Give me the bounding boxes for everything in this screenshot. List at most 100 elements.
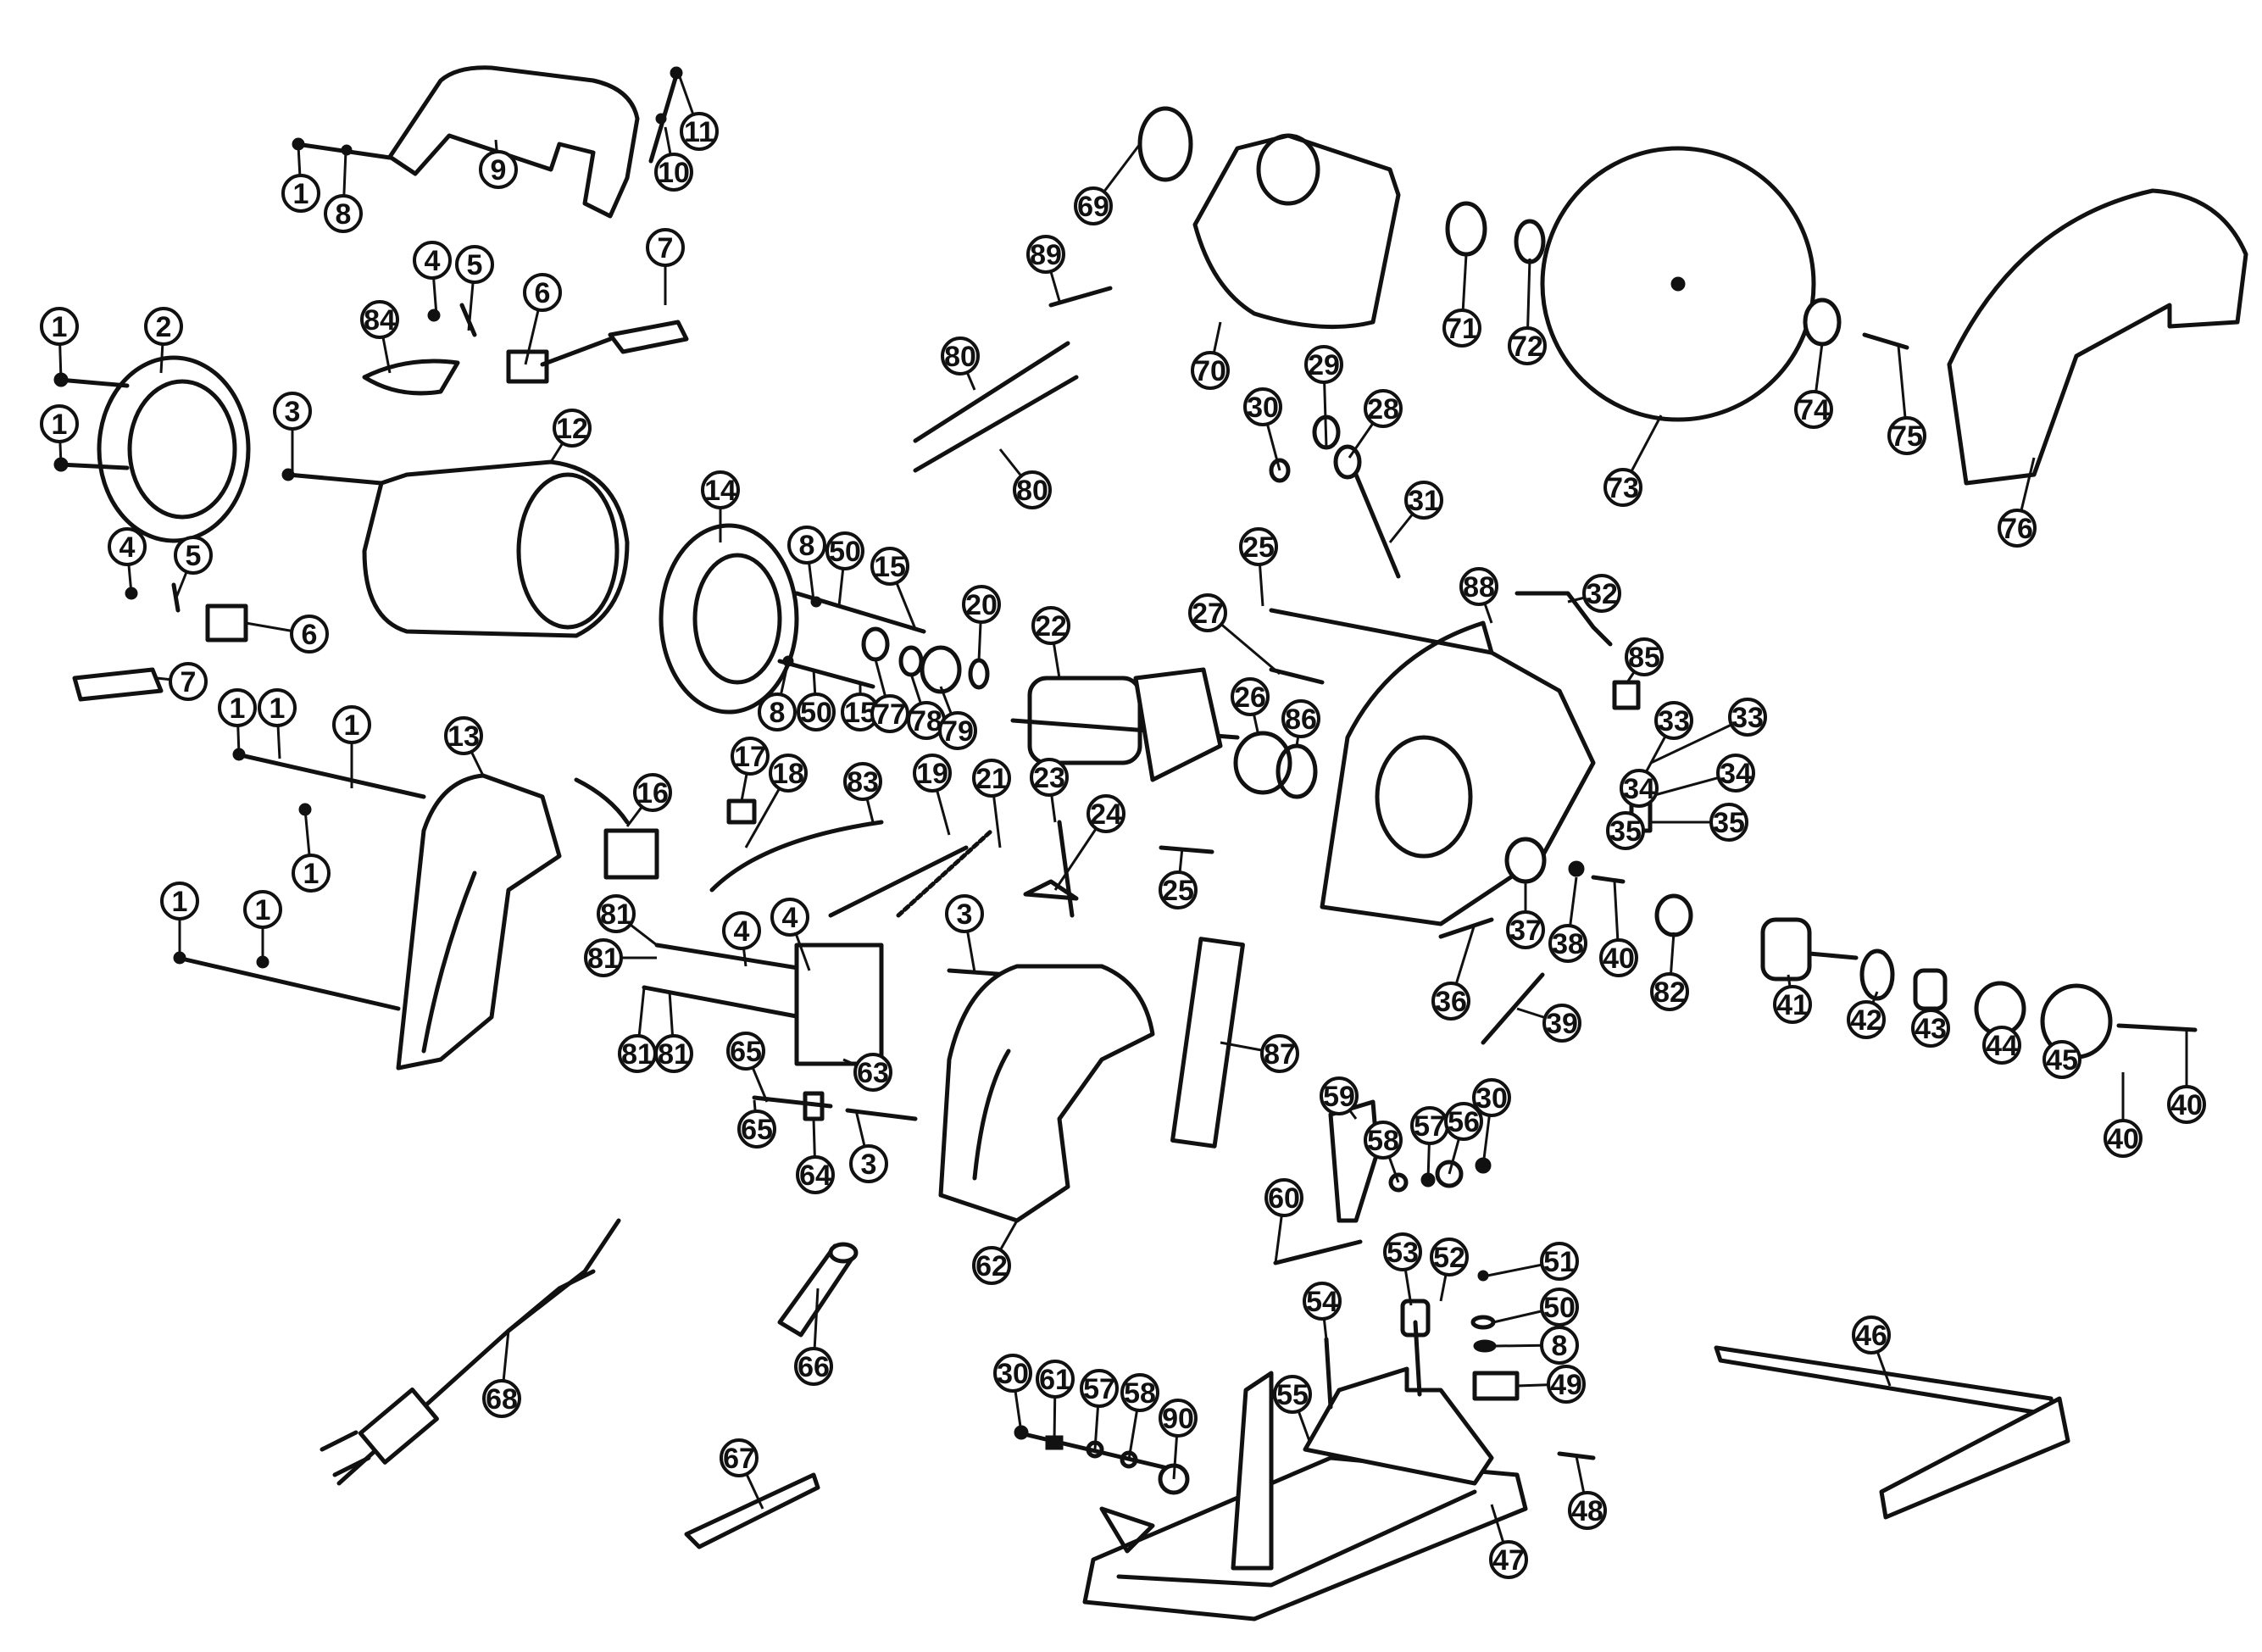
callout-circle	[1716, 754, 1755, 793]
callout-circle	[972, 759, 1011, 798]
callout-37: 37	[1506, 910, 1545, 949]
callout-42: 42	[1847, 1000, 1886, 1039]
callout-number: 26	[1234, 681, 1266, 714]
callout-circle	[324, 194, 363, 233]
callout-circle	[1603, 468, 1642, 507]
callout-79: 79	[938, 711, 977, 750]
callout-circle	[1281, 699, 1320, 738]
callout-circle	[273, 392, 312, 431]
callout-number: 53	[1387, 1237, 1419, 1269]
callout-circle	[1320, 1076, 1359, 1115]
callout-number: 56	[1448, 1106, 1480, 1138]
callout-number: 1	[172, 886, 188, 918]
callout-number: 81	[600, 898, 632, 931]
callout-40: 40	[2104, 1119, 2143, 1158]
callout-78: 78	[907, 701, 946, 740]
callout-circle	[1472, 1078, 1511, 1117]
callout-70: 70	[1191, 351, 1230, 390]
callout-number: 57	[1083, 1373, 1115, 1405]
rip-fence-part	[1714, 1345, 2058, 1418]
callout-number: 30	[1247, 392, 1279, 424]
callout-number: 74	[1798, 394, 1830, 426]
callout-84: 84	[360, 300, 399, 339]
wrench-part	[684, 1472, 820, 1549]
callout-number: 88	[1463, 571, 1495, 604]
callout-number: 50	[800, 697, 832, 729]
callout-36: 36	[1431, 982, 1470, 1021]
callout-21: 21	[972, 759, 1011, 798]
callout-number: 66	[798, 1351, 830, 1383]
callout-number: 19	[916, 758, 948, 790]
callout-number: 71	[1446, 313, 1478, 345]
blade-housing-part	[1320, 620, 1596, 926]
motor-housing-part	[362, 459, 630, 638]
callout-64: 64	[796, 1155, 835, 1194]
callout-circle	[1606, 811, 1645, 850]
callout-54: 54	[1303, 1282, 1342, 1321]
callout-40: 40	[1599, 938, 1638, 977]
callout-circle	[770, 898, 809, 937]
callout-number: 40	[2107, 1123, 2139, 1155]
callout-number: 67	[723, 1443, 755, 1475]
callout-number: 47	[1492, 1544, 1525, 1577]
callout-2: 2	[144, 307, 183, 346]
callout-61: 61	[1036, 1360, 1075, 1399]
callout-circle	[1547, 1365, 1586, 1404]
callout-circle	[1030, 758, 1069, 797]
callout-number: 36	[1435, 986, 1467, 1018]
callout-circle	[1304, 345, 1343, 384]
callout-9: 9	[479, 150, 518, 189]
callout-circle	[1599, 938, 1638, 977]
callout-number: 3	[957, 898, 973, 931]
callout-11: 11	[680, 112, 719, 151]
callout-circle	[1548, 924, 1587, 963]
callout-66: 66	[794, 1347, 833, 1386]
callout-40: 40	[2167, 1085, 2206, 1124]
callout-circle	[160, 882, 199, 921]
callout-circle	[1508, 326, 1547, 365]
callout-circle	[1364, 1121, 1403, 1160]
callout-number: 1	[230, 693, 246, 725]
callout-49: 49	[1547, 1365, 1586, 1404]
callout-77: 77	[870, 694, 909, 733]
callout-88: 88	[1459, 567, 1498, 606]
callout-circle	[1080, 1369, 1119, 1408]
callout-19: 19	[913, 754, 952, 793]
callout-circle	[843, 762, 882, 801]
parts-drawing	[53, 65, 2248, 1621]
callout-1: 1	[332, 705, 371, 744]
top-handle-part	[387, 65, 640, 219]
callout-1: 1	[40, 404, 79, 443]
callout-number: 43	[1915, 1013, 1947, 1045]
callout-circle	[680, 112, 719, 151]
callout-14: 14	[701, 470, 740, 509]
callout-circle	[1026, 235, 1065, 274]
callout-circle	[726, 1032, 765, 1071]
callout-80: 80	[941, 337, 980, 375]
callout-circle	[1303, 1282, 1342, 1321]
callout-number: 1	[255, 894, 271, 926]
callout-number: 4	[782, 902, 798, 934]
callout-number: 1	[303, 858, 320, 890]
callout-circle	[654, 153, 693, 192]
callout-number: 90	[1162, 1403, 1194, 1435]
callout-circle	[1191, 351, 1230, 390]
callout-circle	[1650, 972, 1689, 1011]
callout-number: 17	[734, 741, 766, 773]
callout-60: 60	[1264, 1178, 1303, 1217]
callout-number: 39	[1546, 1008, 1578, 1040]
callout-number: 83	[847, 766, 879, 798]
callout-number: 68	[486, 1383, 518, 1416]
callout-number: 33	[1658, 705, 1690, 737]
callout-circle	[40, 404, 79, 443]
callout-3: 3	[945, 894, 984, 933]
callout-34: 34	[1716, 754, 1755, 793]
callout-number: 8	[1552, 1330, 1568, 1362]
callout-15: 15	[870, 547, 909, 586]
armature-part	[1027, 676, 1142, 765]
callout-number: 10	[658, 157, 690, 189]
callout-number: 81	[621, 1038, 653, 1071]
callout-circle	[797, 693, 836, 731]
callout-58: 58	[1120, 1373, 1159, 1412]
